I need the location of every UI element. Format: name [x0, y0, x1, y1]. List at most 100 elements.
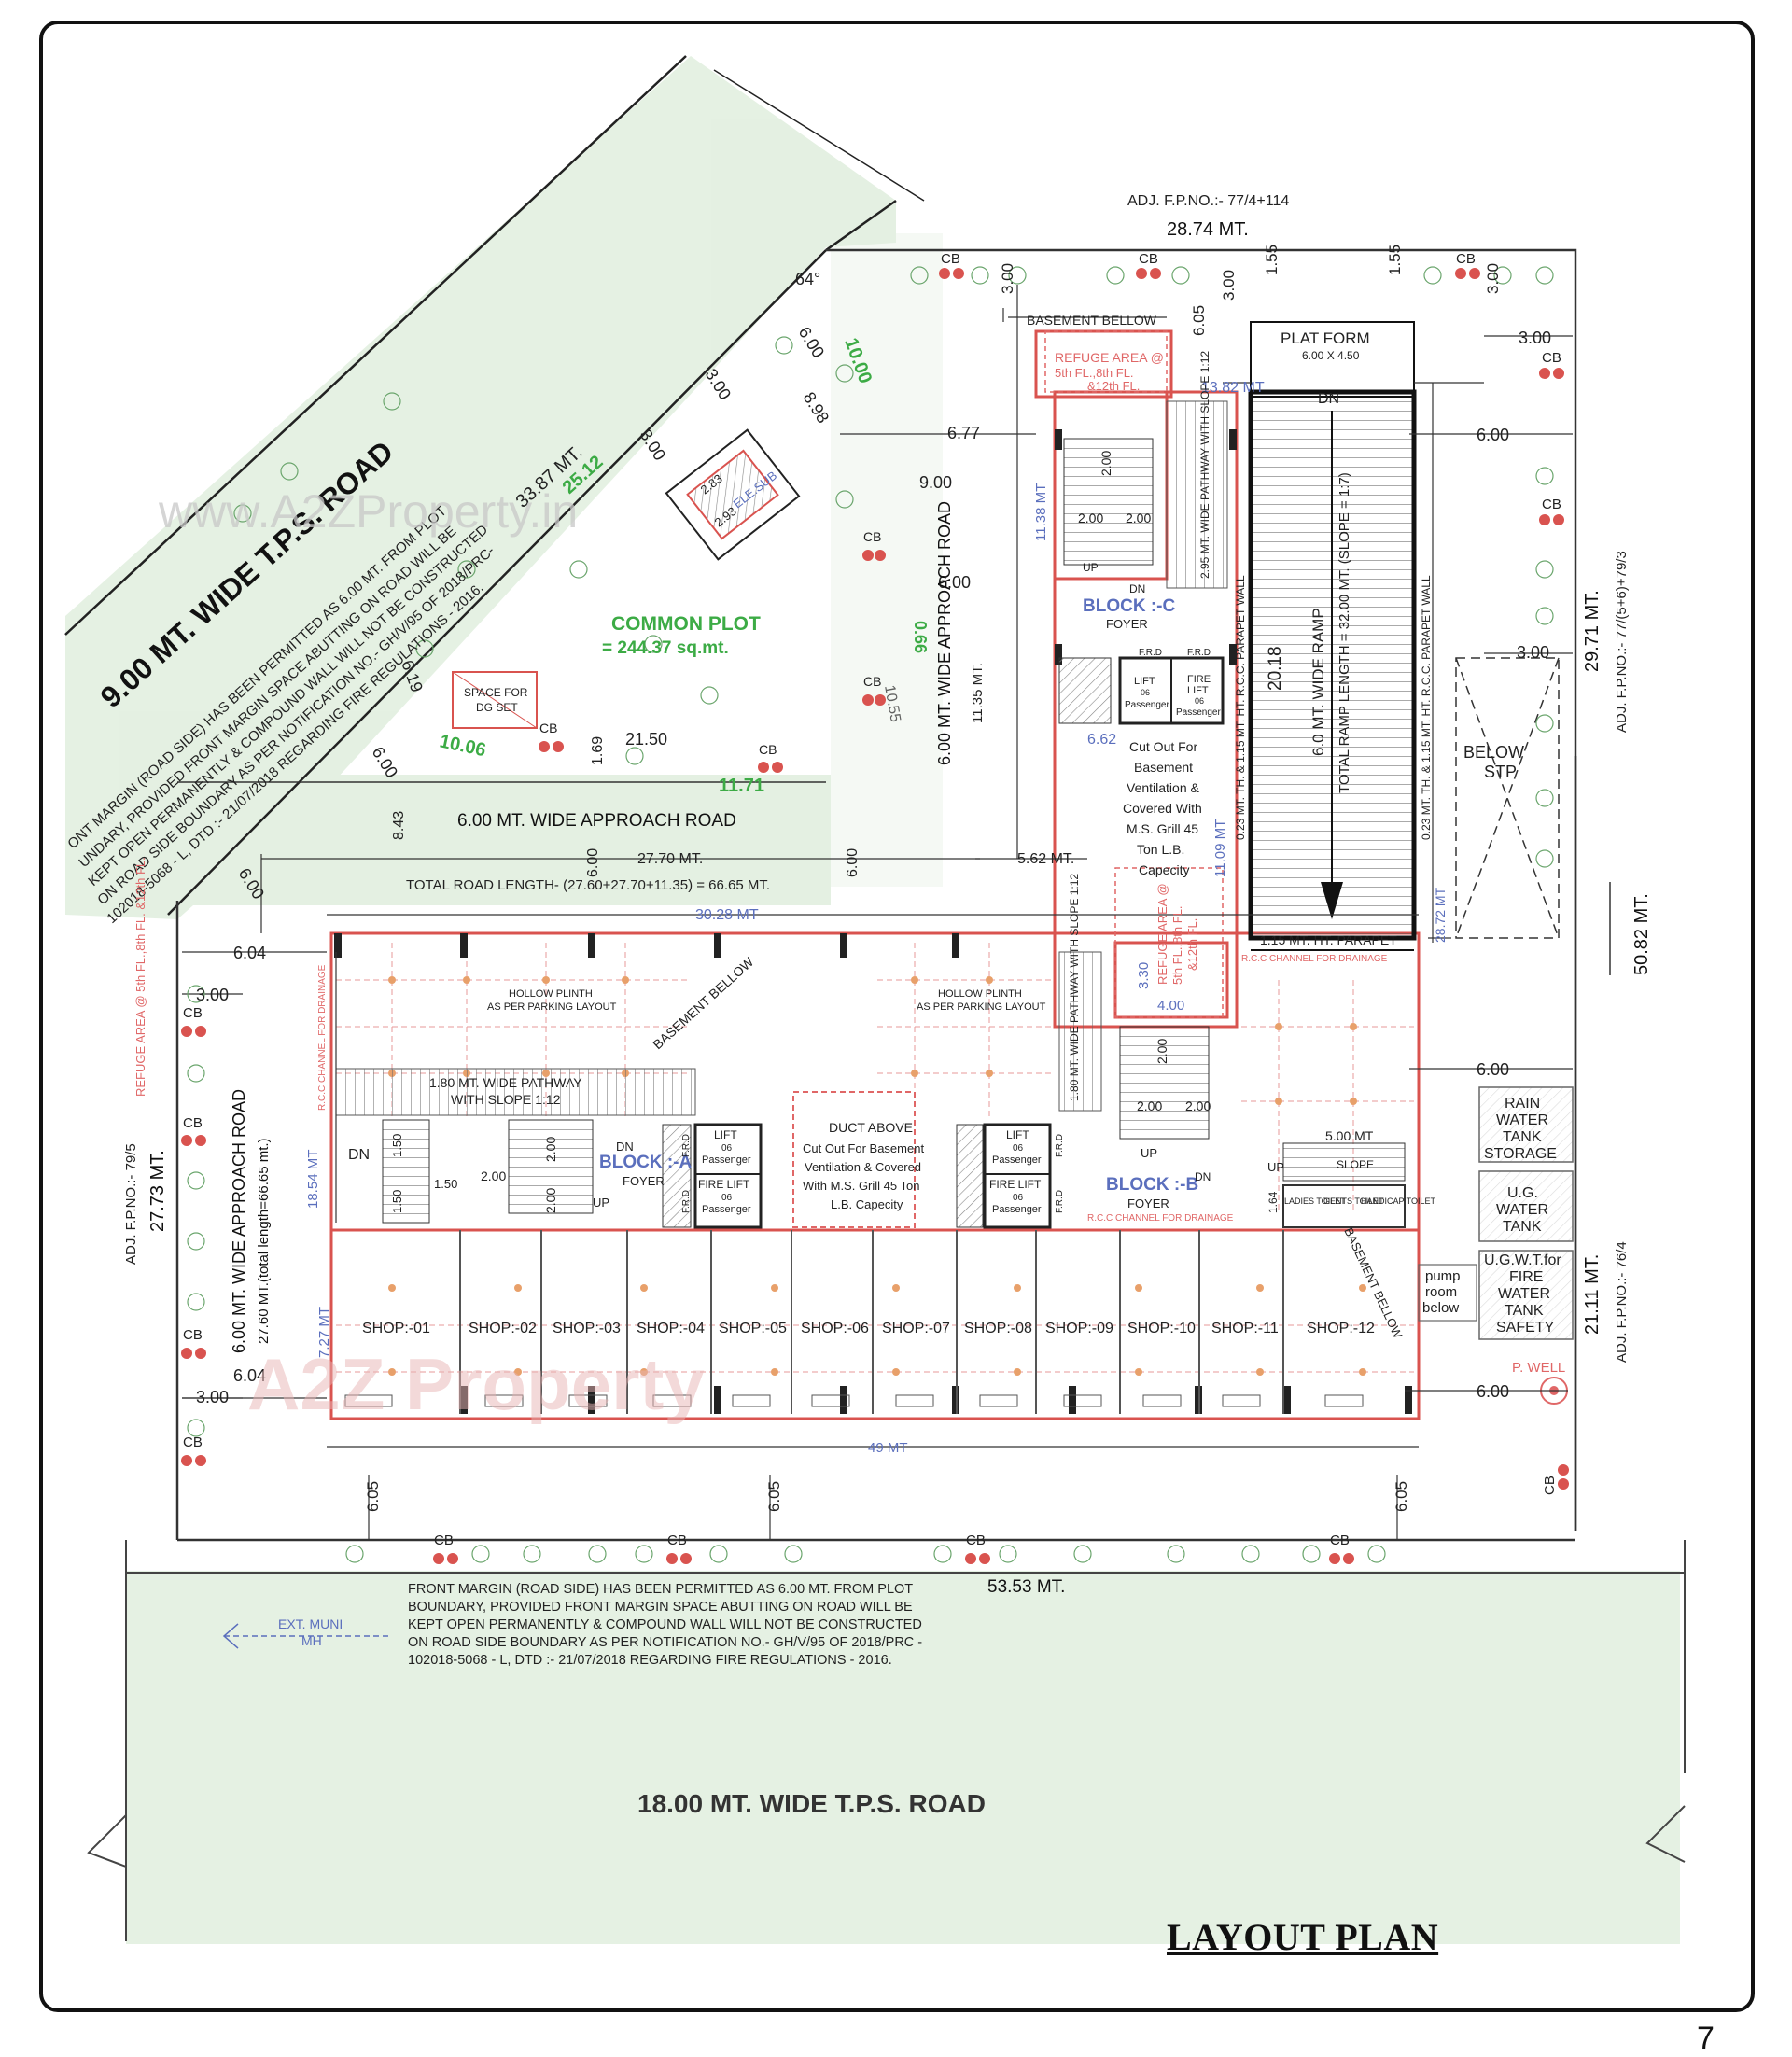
plat-form-label: PLAT FORM — [1281, 329, 1370, 347]
ug-water-1: U.G. — [1507, 1185, 1538, 1201]
shop-03: SHOP:-03 — [553, 1321, 621, 1336]
up-c: UP — [1083, 561, 1099, 574]
ug-water-3: TANK — [1503, 1219, 1542, 1235]
refuge-area-mid — [1114, 867, 1224, 1018]
adj-left: ADJ. F.P.NO.:- 79/5 — [123, 1143, 139, 1265]
dim-10-06: 10.06 — [438, 731, 488, 761]
rain-water-4: STORAGE — [1484, 1146, 1557, 1162]
plot-boundary — [175, 248, 1577, 1542]
lift-shaft-b — [983, 1123, 1052, 1229]
cb-left-1: CB — [183, 1005, 203, 1021]
rcc-channel-left: R.C.C CHANNEL FOR DRAINAGE — [317, 964, 328, 1111]
cb-common-3: CB — [863, 529, 881, 544]
rain-water-2: WATER — [1496, 1112, 1548, 1128]
boundary-right-total: 50.82 MT. — [1631, 893, 1652, 975]
dim-3-00-top-c: 3.00 — [1484, 263, 1502, 294]
lift-c-2: 06 — [1141, 688, 1150, 697]
dim-6-05-top: 6.05 — [1190, 305, 1208, 336]
boundary-right-upper: 29.71 MT. — [1582, 590, 1603, 672]
dim-11-09: 11.09 MT — [1212, 819, 1228, 877]
hollow-plinth-a-1: HOLLOW PLINTH — [509, 988, 593, 1000]
dn-a: DN — [616, 1140, 634, 1154]
rain-water-1: RAIN — [1505, 1096, 1540, 1112]
dim-20-18: 20.18 — [1266, 646, 1285, 691]
diagonal-road-edges — [64, 55, 925, 916]
dim-6-00-r1: 6.00 — [1477, 426, 1509, 444]
cutout-a-4: L.B. Capecity — [831, 1197, 903, 1211]
cb-right-2: CB — [1542, 497, 1561, 512]
rcc-channel-b: R.C.C CHANNEL FOR DRAINAGE — [1087, 1213, 1234, 1224]
pathway-b-label: 1.80 MT. WIDE PATHWAY WITH SLOPE 1:12 — [1068, 874, 1081, 1101]
lift-b-2: 06 — [1013, 1143, 1024, 1154]
pump-room-1: pump — [1425, 1268, 1461, 1284]
lift-b-1: LIFT — [1006, 1128, 1029, 1141]
bottom-road-outline — [87, 1540, 1686, 1941]
shop-10: SHOP:-10 — [1127, 1321, 1196, 1336]
cutout-c-2: Basement — [1134, 760, 1193, 775]
basement-bellow-top: BASEMENT BELLOW — [1027, 313, 1157, 328]
frd-b1: F.R.D — [1055, 1134, 1065, 1157]
total-road-length: TOTAL ROAD LENGTH- (27.60+27.70+11.35) =… — [406, 877, 770, 893]
watermark-bottom: A2Z Property — [247, 1343, 705, 1425]
shop-05: SHOP:-05 — [719, 1321, 787, 1336]
boundary-left: 27.73 MT. — [147, 1150, 168, 1232]
dim-8-43: 8.43 — [391, 811, 407, 840]
dim-11-35: 11.35 MT. — [970, 663, 986, 723]
stairs-c — [1063, 438, 1154, 566]
dim-1-55-a: 1.55 — [1263, 245, 1281, 275]
shop-11: SHOP:-11 — [1211, 1321, 1279, 1336]
dim-1-64: 1.64 — [1267, 1191, 1280, 1213]
dim-10-55: 10.55 — [881, 684, 903, 723]
front-margin-line-4: ON ROAD SIDE BOUNDARY AS PER NOTIFICATIO… — [408, 1635, 922, 1650]
refuge-top-2: 5th FL.,8th FL. — [1055, 366, 1134, 380]
pathway-c-hatch — [1166, 400, 1228, 589]
common-plot-2: = 244.37 sq.mt. — [602, 638, 729, 658]
dim-7-27: 7.27 MT — [316, 1307, 332, 1358]
pathway-a-2: WITH SLOPE 1:12 — [451, 1092, 561, 1107]
refuge-left: REFUGE AREA @ 5th FL.,8th FL. &12th FL. — [133, 857, 147, 1097]
dg-set-cross — [452, 671, 538, 729]
dn-c: DN — [1129, 582, 1145, 595]
road-bottom-label: 18.00 MT. WIDE T.P.S. ROAD — [637, 1789, 986, 1818]
boundary-top: 28.74 MT. — [1167, 219, 1249, 240]
duct-a — [792, 1091, 916, 1228]
layout-plan-title: LAYOUT PLAN — [1167, 1916, 1439, 1958]
dim-2-00-b2: 2.00 — [1185, 1098, 1211, 1113]
frd-a1: F.R.D — [681, 1134, 692, 1157]
pathway-a-1: 1.80 MT. WIDE PATHWAY — [429, 1075, 582, 1090]
cutout-c-7: Capecity — [1139, 862, 1189, 877]
front-margin-note: FRONT MARGIN (ROAD SIDE) HAS BEEN PERMIT… — [408, 1582, 922, 1668]
shop-dividers — [459, 1230, 1284, 1414]
cb-markers — [181, 268, 1569, 1564]
dg-set-1: SPACE FOR — [464, 686, 528, 699]
shop-labels: SHOP:-01 SHOP:-02 SHOP:-03 SHOP:-04 SHOP… — [362, 1321, 1375, 1336]
dim-5-62: 5.62 MT. — [1017, 851, 1074, 867]
dim-6-00-h: 6.00 — [585, 848, 601, 877]
dim-6-77: 6.77 — [947, 424, 980, 442]
cb-top-2: CB — [1139, 251, 1158, 267]
adj-right-bottom: ADJ. F.P.NO.:- 76/4 — [1614, 1241, 1630, 1363]
shop-01: SHOP:-01 — [362, 1321, 430, 1336]
dg-set-2: DG SET — [476, 701, 518, 714]
dim-3-00-top-a: 3.00 — [999, 263, 1016, 294]
front-margin-line-5: 102018-5068 - L, DTD :- 21/07/2018 REGAR… — [408, 1653, 892, 1668]
pathway-c-label: 2.95 MT. WIDE PATHWAY WITH SLOPE 1:12 — [1198, 351, 1211, 579]
dim-21-50: 21.50 — [625, 730, 667, 749]
dim-1-55-b: 1.55 — [1386, 245, 1404, 275]
fire-lift-b-1: FIRE LIFT — [989, 1178, 1042, 1191]
shop-02: SHOP:-02 — [469, 1321, 537, 1336]
cb-common-4: CB — [863, 674, 881, 689]
lift-shaft-a — [693, 1123, 763, 1229]
ugwt-fire-1: U.G.W.T.for — [1484, 1252, 1561, 1268]
dim-2-00-a1: 2.00 — [481, 1168, 506, 1183]
ext-muni-mh: EXT. MUNI MH — [222, 1616, 392, 1649]
cb-bottom-4: CB — [1330, 1532, 1350, 1548]
shop-04: SHOP:-04 — [637, 1321, 705, 1336]
front-margin-line-1: FRONT MARGIN (ROAD SIDE) HAS BEEN PERMIT… — [408, 1582, 913, 1597]
dim-5-00: 5.00 MT — [1325, 1128, 1374, 1143]
lift-lobby-b — [956, 1124, 984, 1228]
dim-18-54: 18.54 MT — [305, 1150, 321, 1209]
cb-left-3: CB — [183, 1327, 203, 1343]
dim-11-71: 11.71 — [719, 776, 764, 796]
lift-c-1: LIFT — [1134, 676, 1155, 687]
